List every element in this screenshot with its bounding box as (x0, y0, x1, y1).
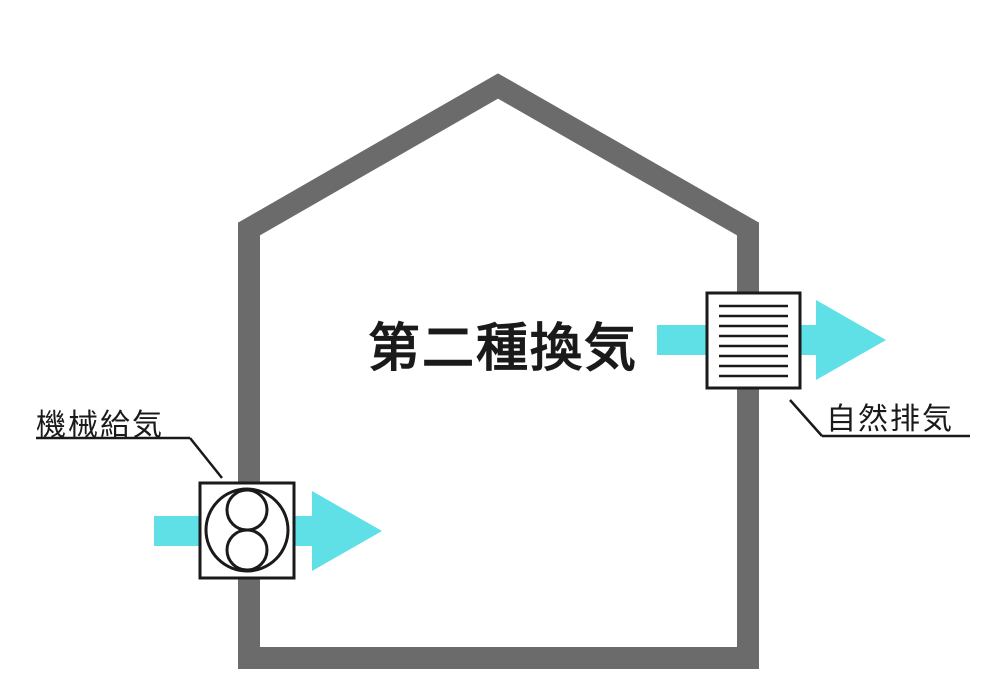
exhaust-label: 自然排気 (826, 402, 954, 437)
vent-grille-icon (705, 291, 802, 390)
exhaust-label-leader (789, 399, 970, 438)
supply-airflow-arrow (154, 491, 382, 571)
fan-icon (198, 481, 296, 580)
supply-label: 機械給気 (36, 408, 164, 443)
diagram-title: 第二種換気 (368, 319, 639, 379)
house-outline (238, 73, 759, 669)
supply-label-leader (36, 436, 223, 479)
exhaust-airflow-arrow (657, 300, 886, 380)
